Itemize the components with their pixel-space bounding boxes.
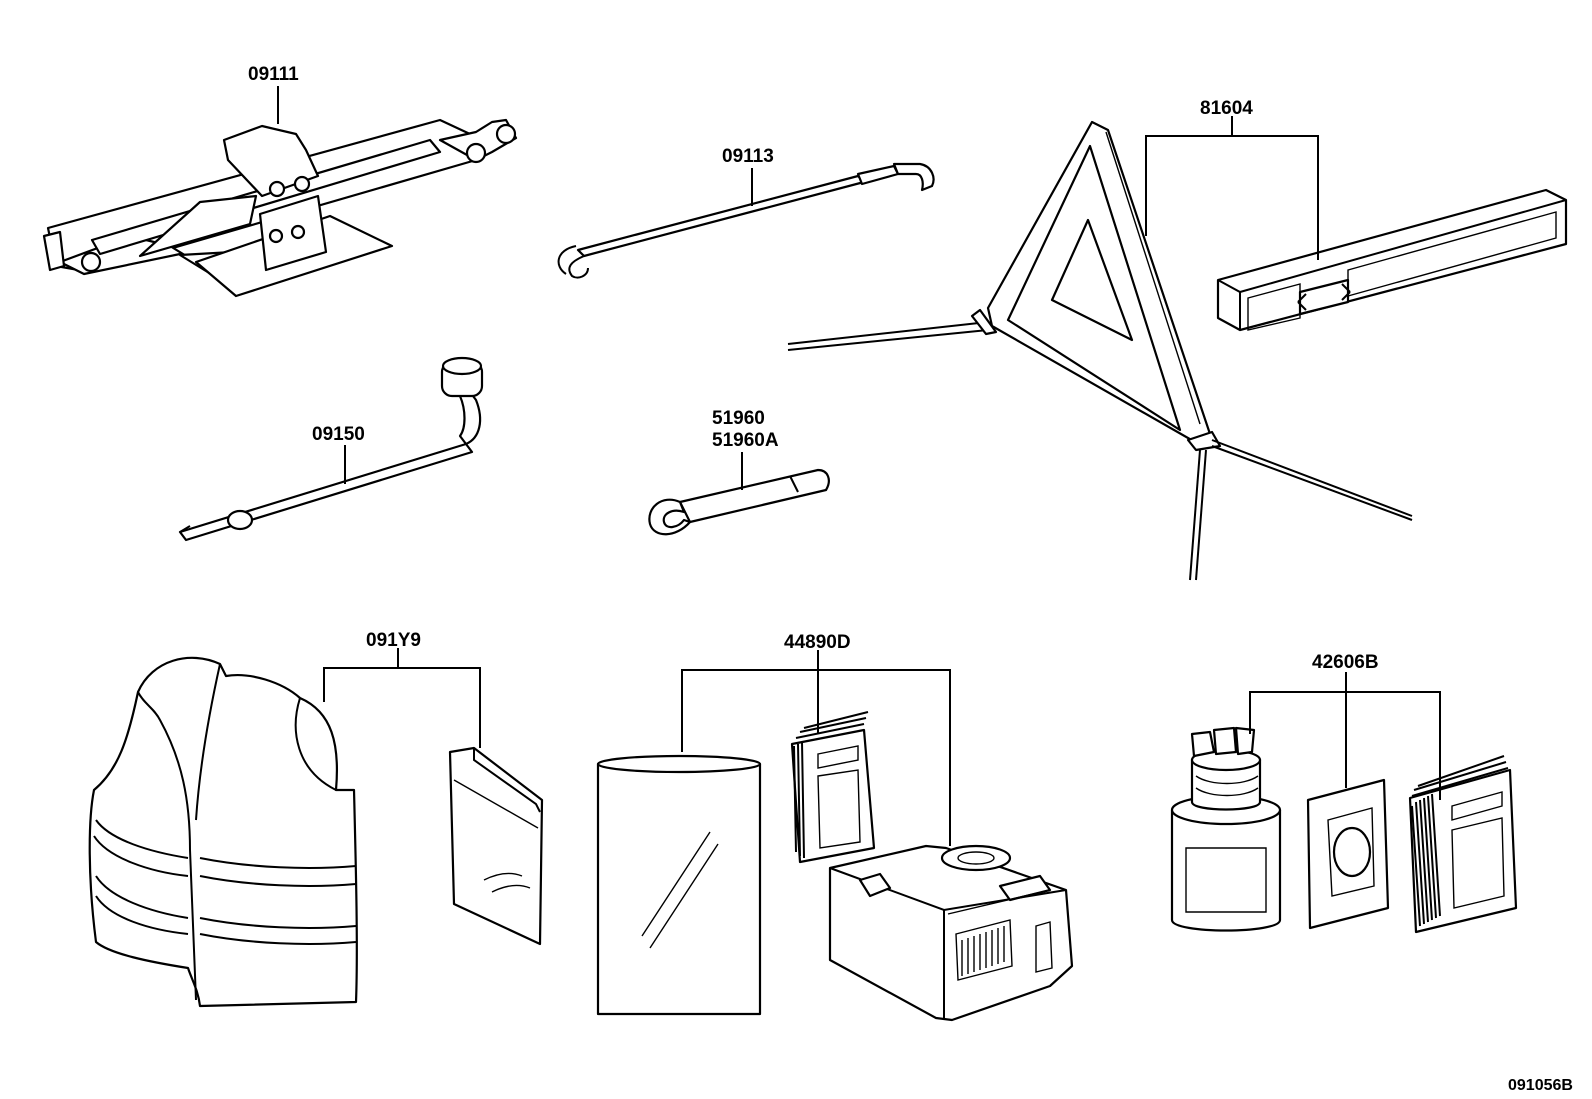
diagram-code: 091056B [1508, 1077, 1573, 1094]
lug-wrench: 09150 [178, 356, 484, 542]
callout-towing-eye-1: 51960 [712, 408, 765, 429]
callout-towing-eye-2: 51960A [712, 430, 779, 451]
callout-repair-kit-bag: 44890D [784, 632, 851, 653]
jack-handle: 09113 [557, 146, 935, 279]
scissor-jack: 09111 [42, 64, 518, 298]
callout-warning-triangle: 81604 [1200, 98, 1253, 119]
towing-eye: 51960 51960A [648, 408, 830, 536]
callout-wrench: 09150 [312, 424, 365, 445]
callout-jack-handle: 09113 [722, 146, 774, 167]
warning-triangle: 81604 [787, 98, 1568, 581]
safety-vest: 091Y9 [88, 630, 544, 1008]
sealant-kit: 42606B [1170, 652, 1518, 934]
callout-safety-vest: 091Y9 [366, 630, 421, 651]
callout-sealant-kit: 42606B [1312, 652, 1379, 673]
tire-repair-kit: 44890D [596, 632, 1074, 1022]
callout-jack: 09111 [248, 64, 299, 85]
